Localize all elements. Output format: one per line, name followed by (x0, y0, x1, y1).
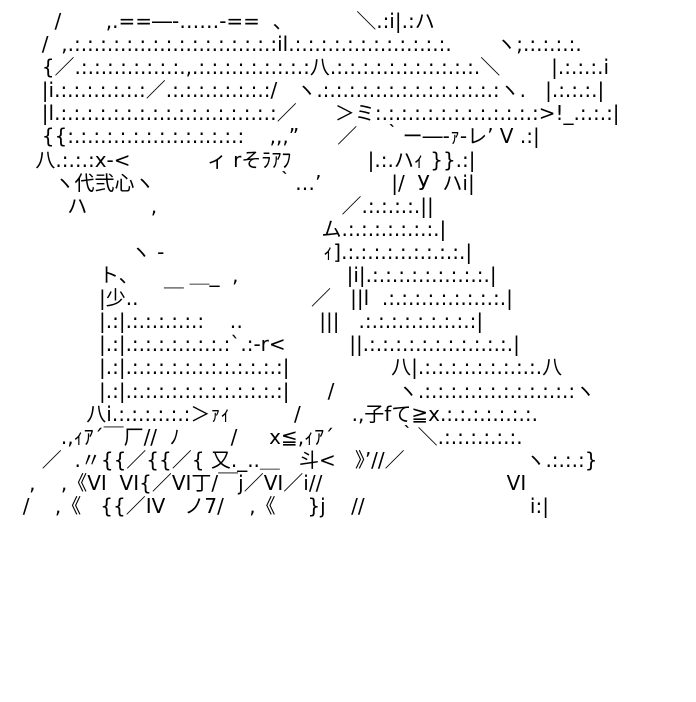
art-line: 八.:.:.:x‐< ィ rそﾗｱﾌ |.:.ハｨ }}.:| (10, 147, 476, 172)
art-line: |.:|.:.:.:.:.:.:.:.:.:.:.:.:| 八|.:.:.:.:… (10, 355, 563, 380)
art-line: {／.:.:.:.:.:.:.:.:.,.:.:.:.:.:.:.:.:.:八.… (10, 55, 610, 80)
art-line: |l.:.:.:.:.:.:.:.:.:.:.:.:.:.:.:.:.:／ ＞ミ… (10, 101, 620, 126)
art-line: ム.:.:.:.:.:.:.:.| (10, 216, 447, 241)
ascii-art: / ,.==―‐……‐== 、 ＼.:i|.:ハ / ,.:.:.:.:.:.:… (10, 9, 620, 518)
art-line: ヽ代弐心ヽ ｀.‥’ |/ У ハi| (10, 170, 475, 195)
art-line: / ,.:.:.:.:.:.:.:.:.:.:.:.:.:.:.:.:il.:.… (10, 32, 582, 57)
art-line: / ,《 {{／IV ノ7/ ,《 }j // i:| (10, 493, 549, 518)
art-line: |少.. ￣ ／ ||l .:.:.:.:.:.:.:.:.:.| (10, 286, 513, 311)
art-line: / ,.==―‐……‐== 、 ＼.:i|.:ハ (10, 9, 435, 33)
art-line: .,ｨｱ´￣厂// ﾉ / x≦,ｨｱ´ ｀＼.:.:.:.:.:.:. (10, 424, 523, 449)
art-line: ヽ ‐ ｨ].:.:.:.:.:.:.:.:.:.| (10, 239, 473, 264)
art-line: 八i.:.:.:.:.:.:＞ｧｨ / .,子fて≧x.:.:.:.:.:.:.… (10, 401, 538, 426)
art-line: ハ , ／.:.:.:.:.|| (10, 193, 434, 218)
art-line: {{:.:.:.:.:.:.:.:.:.:.:.:.:.: ,,,” ／ ｀ー―… (10, 124, 540, 149)
art-line: |.:|.:.:.:.:.:.: ‥ ||| .:.:.:.:.:.:.:.:.… (10, 309, 484, 334)
art-line: |.:|.:.:.:.:.:.:.:.:.:.:.:.:| / ヽ.:.:.:.… (10, 378, 596, 403)
art-line: ／ .〃{{／{{／{ 又._..＿ 斗< 》’//／ ヽ.:.:.:} (10, 447, 598, 472)
art-line: , ,《VI VI{／VI丁/￣j／VI／i// VI (10, 470, 527, 495)
art-line: |.:|.:.:.:.:.:.:.:.:`.:‐r< ||.:.:.:.:.:.… (10, 332, 520, 357)
art-line: |i.:.:.:.:.:.:.:／.:.:.:.:.:.:.:.:/ ヽ.:.:… (10, 78, 605, 103)
art-line: ト、 ＿_ , |i|.:.:.:.:.:.:.:.:.:.| (10, 263, 497, 288)
